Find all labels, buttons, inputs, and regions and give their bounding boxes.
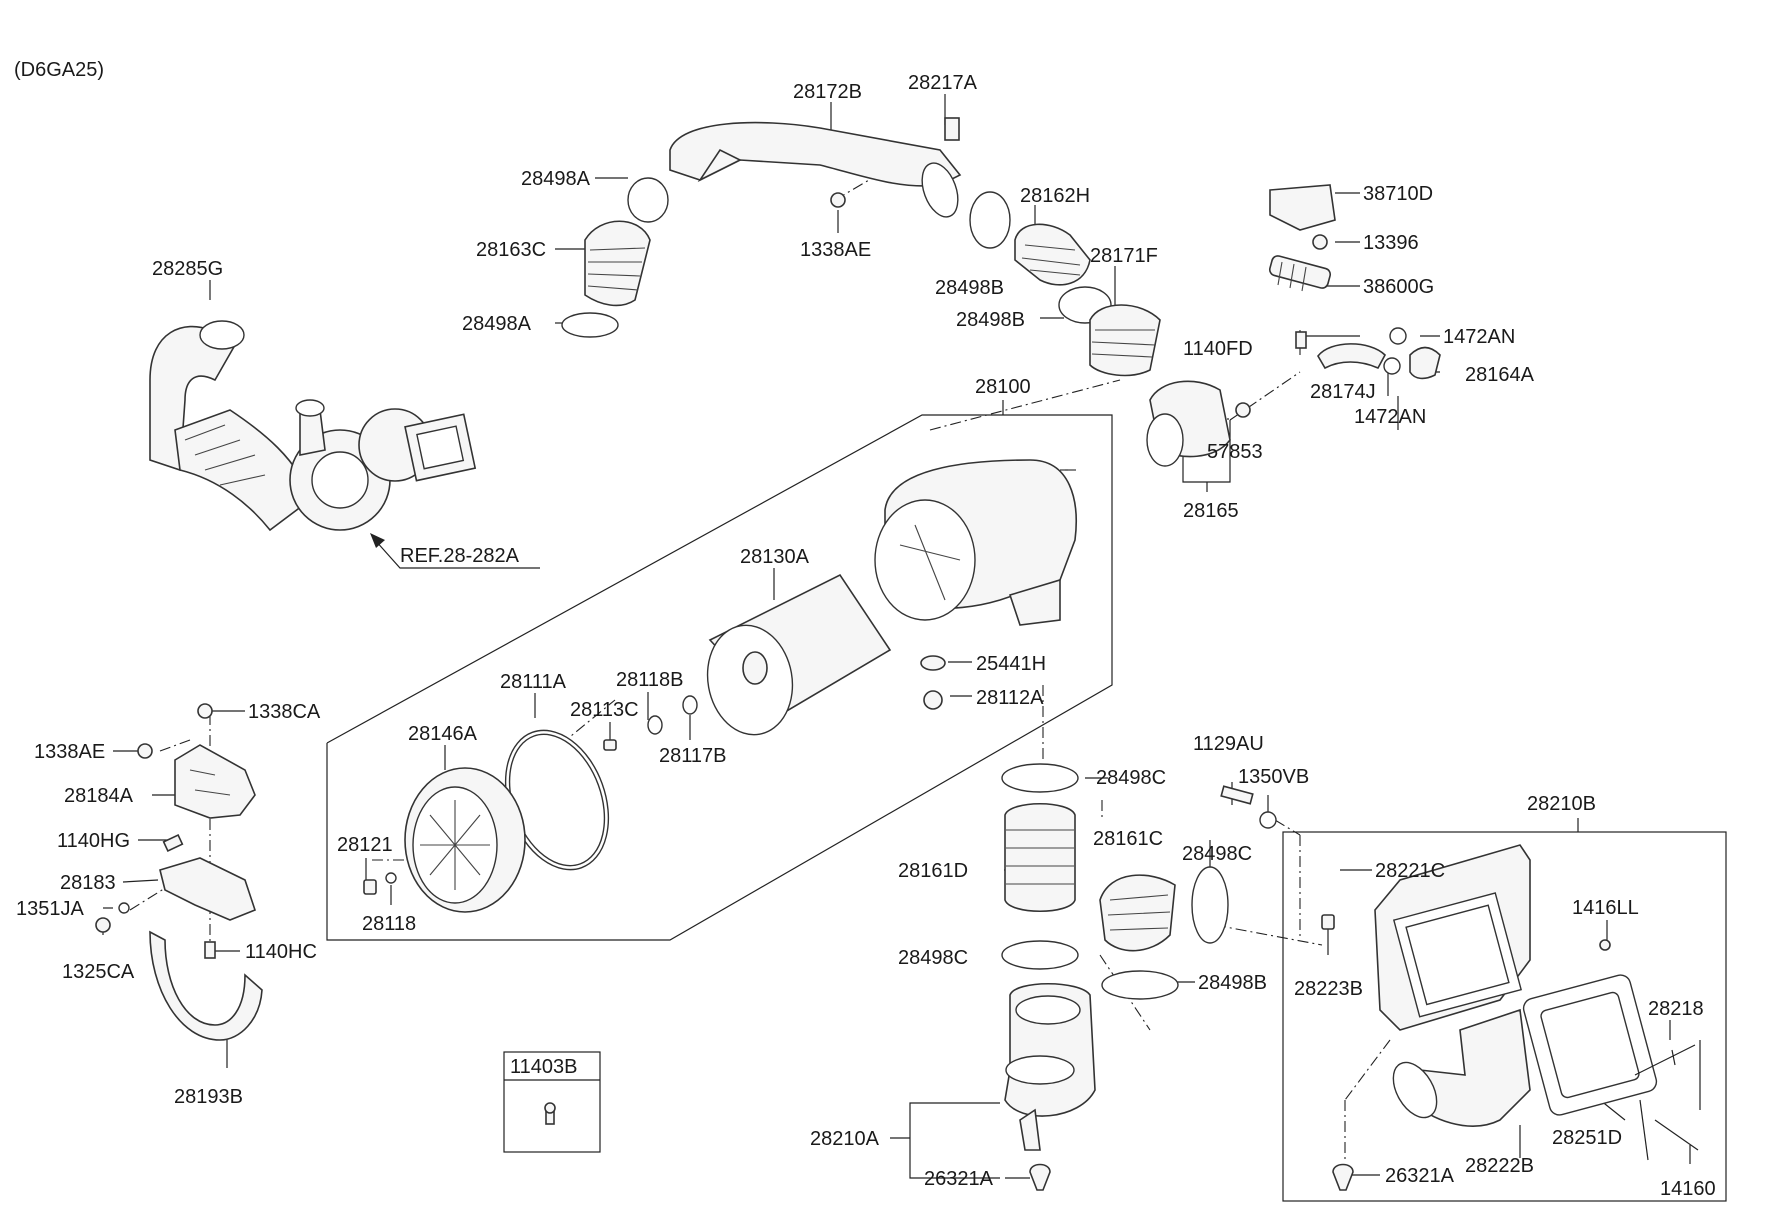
part-label-57853[interactable]: 57853	[1207, 441, 1263, 463]
part-label-28146A[interactable]: 28146A	[408, 723, 478, 745]
part-label-28217A[interactable]: 28217A	[908, 72, 978, 94]
part-label-28118B[interactable]: 28118B	[616, 669, 683, 691]
part-label-1350VB[interactable]: 1350VB	[1238, 766, 1309, 788]
part-label-28117B[interactable]: 28117B	[659, 745, 726, 767]
part-shapes	[95, 117, 1701, 1191]
part-label-1140FD[interactable]: 1140FD	[1183, 338, 1253, 360]
part-label-1338AE-left[interactable]: 1338AE	[34, 741, 105, 763]
part-label-1472AN-b[interactable]: 1472AN	[1354, 406, 1426, 428]
part-label-28184A[interactable]: 28184A	[64, 785, 134, 807]
part-label-1338CA[interactable]: 1338CA	[248, 701, 321, 723]
part-label-28113C[interactable]: 28113C	[570, 699, 639, 721]
part-label-28172B[interactable]: 28172B	[793, 81, 862, 103]
part-label-1472AN-a[interactable]: 1472AN	[1443, 326, 1515, 348]
part-label-28498C-c[interactable]: 28498C	[898, 947, 968, 969]
part-label-28285G[interactable]: 28285G	[152, 258, 223, 280]
part-label-28498B-c[interactable]: 28498B	[1198, 972, 1267, 994]
part-label-28251D[interactable]: 28251D	[1552, 1127, 1622, 1149]
part-label-28498A[interactable]: 28498A	[521, 168, 591, 190]
part-label-28223B[interactable]: 28223B	[1294, 978, 1363, 1000]
part-label-28221C[interactable]: 28221C	[1375, 860, 1445, 882]
part-label-1140HG[interactable]: 1140HG	[57, 830, 130, 852]
part-label-1416LL[interactable]: 1416LL	[1572, 897, 1639, 919]
part-label-28171F[interactable]: 28171F	[1090, 245, 1158, 267]
part-label-28498C-a[interactable]: 28498C	[1096, 767, 1166, 789]
part-label-28165[interactable]: 28165	[1183, 500, 1239, 522]
part-label-28193B[interactable]: 28193B	[174, 1086, 243, 1108]
part-label-28210A[interactable]: 28210A	[810, 1128, 880, 1150]
part-label-28174J[interactable]: 28174J	[1310, 381, 1376, 403]
part-label-1325CA[interactable]: 1325CA	[62, 961, 135, 983]
part-label-28163C[interactable]: 28163C	[476, 239, 546, 261]
part-label-28218[interactable]: 28218	[1648, 998, 1704, 1020]
legend-box-code: 11403B	[510, 1056, 577, 1078]
part-label-28498B-b[interactable]: 28498B	[956, 309, 1025, 331]
part-label-13396[interactable]: 13396	[1363, 232, 1419, 254]
part-label-1129AU[interactable]: 1129AU	[1193, 733, 1264, 755]
part-labels: (D6GA25) REF.28-282A 11403B 28285G 28172…	[14, 59, 1716, 1200]
part-label-28161D[interactable]: 28161D	[898, 860, 968, 882]
part-label-28100[interactable]: 28100	[975, 376, 1031, 398]
part-label-28130A[interactable]: 28130A	[740, 546, 810, 568]
model-code: (D6GA25)	[14, 59, 104, 81]
part-label-1140HC[interactable]: 1140HC	[245, 941, 317, 963]
part-label-28210B[interactable]: 28210B	[1527, 793, 1596, 815]
part-label-1351JA[interactable]: 1351JA	[16, 898, 84, 920]
ref-label[interactable]: REF.28-282A	[400, 545, 520, 567]
part-label-26321A-b[interactable]: 26321A	[1385, 1165, 1455, 1187]
part-label-26321A-a[interactable]: 26321A	[924, 1168, 994, 1190]
part-label-28112A[interactable]: 28112A	[976, 687, 1044, 709]
part-label-28121[interactable]: 28121	[337, 834, 393, 856]
part-label-28164A[interactable]: 28164A	[1465, 364, 1535, 386]
part-label-28498A-lower[interactable]: 28498A	[462, 313, 532, 335]
part-label-28183[interactable]: 28183	[60, 872, 116, 894]
part-label-28161C[interactable]: 28161C	[1093, 828, 1163, 850]
part-label-28222B[interactable]: 28222B	[1465, 1155, 1534, 1177]
part-label-25441H[interactable]: 25441H	[976, 653, 1046, 675]
part-label-28162H[interactable]: 28162H	[1020, 185, 1090, 207]
part-label-38600G[interactable]: 38600G	[1363, 276, 1434, 298]
part-label-1338AE[interactable]: 1338AE	[800, 239, 871, 261]
part-label-28118[interactable]: 28118	[362, 913, 416, 935]
part-label-28111A[interactable]: 28111A	[500, 671, 567, 693]
part-label-28498B-a[interactable]: 28498B	[935, 277, 1004, 299]
part-label-28498C-b[interactable]: 28498C	[1182, 843, 1252, 865]
part-label-38710D[interactable]: 38710D	[1363, 183, 1433, 205]
part-label-14160[interactable]: 14160	[1660, 1178, 1716, 1200]
